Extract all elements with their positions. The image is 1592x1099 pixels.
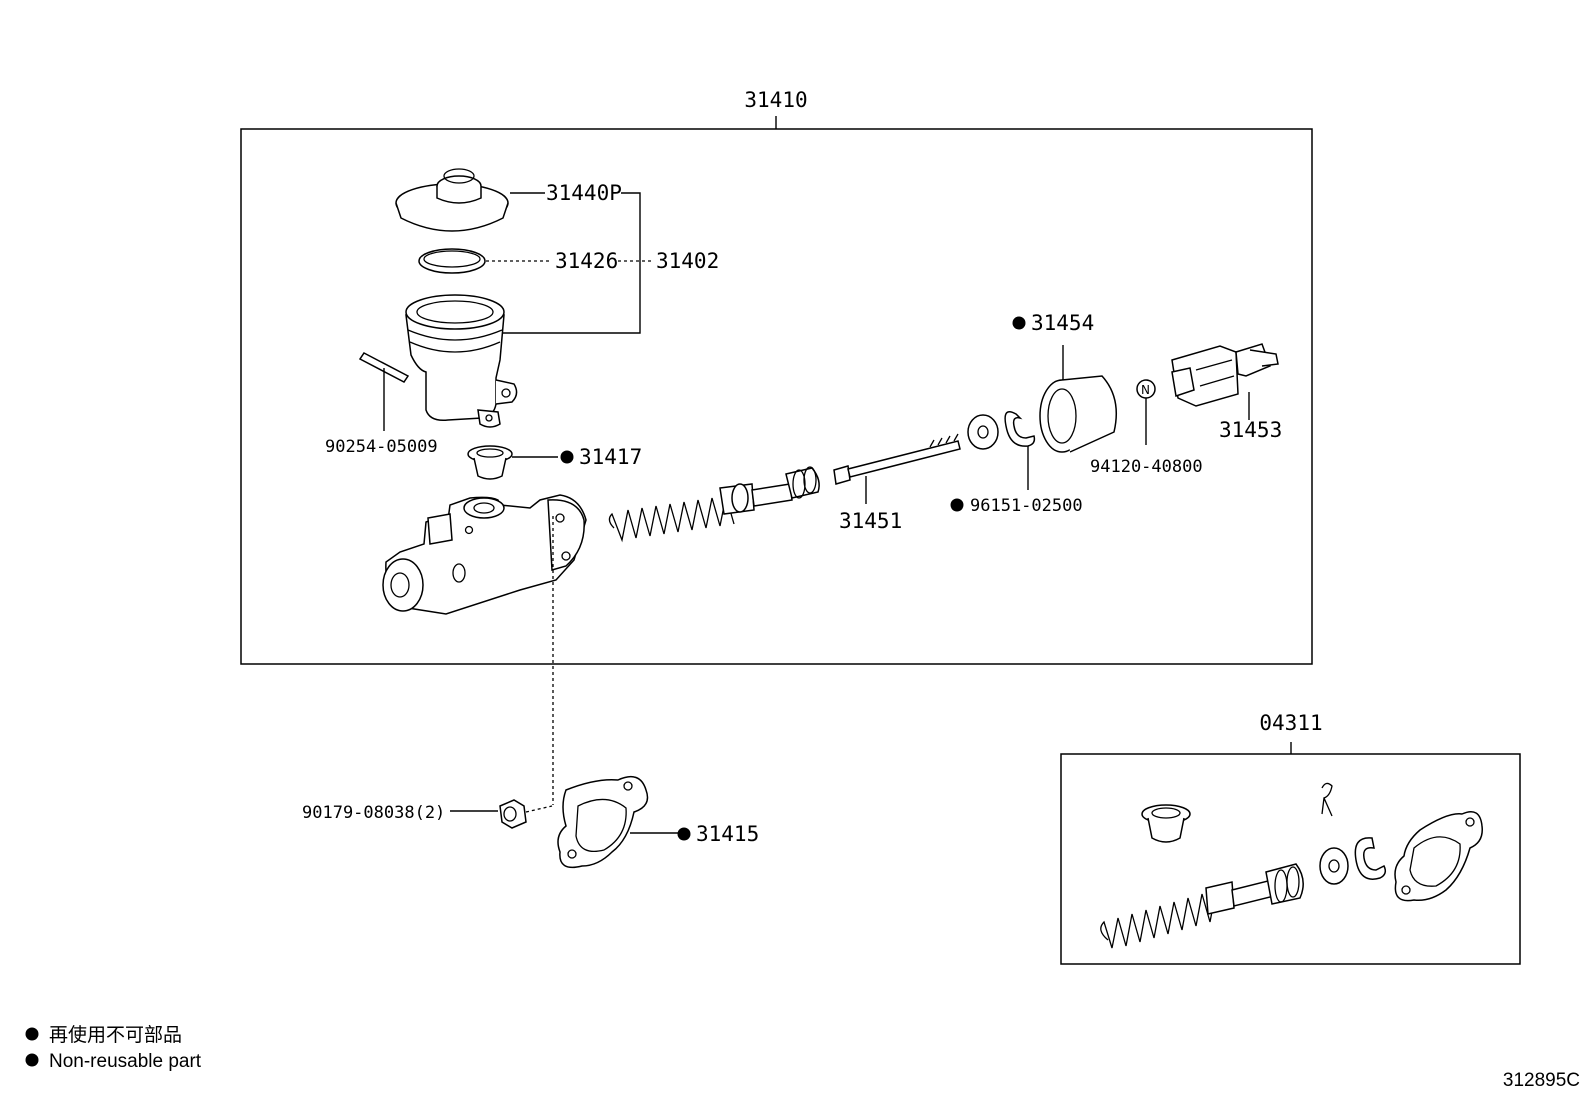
label-31451: 31451 bbox=[839, 509, 902, 533]
label-90254-05009: 90254-05009 bbox=[325, 437, 438, 457]
legend-dot-1 bbox=[25, 1027, 39, 1041]
grommet-part bbox=[467, 445, 513, 480]
reservoir-cap-part bbox=[395, 168, 509, 232]
legend-line-1: 再使用不可部品 bbox=[49, 1024, 182, 1046]
kit-washer-part bbox=[1319, 847, 1349, 885]
label-04311: 04311 bbox=[1259, 711, 1322, 735]
kit-clip-part bbox=[1321, 782, 1333, 817]
label-31417: 31417 bbox=[579, 445, 642, 469]
non-reusable-dot-31454 bbox=[1012, 316, 1026, 330]
clevis-nut-part: N bbox=[1136, 379, 1156, 399]
non-reusable-dot-96151-02500 bbox=[950, 498, 964, 512]
kit-piston-spring-part bbox=[1100, 863, 1304, 949]
label-90179-08038: 90179-08038(2) bbox=[302, 803, 445, 823]
kit-plate-gasket-part bbox=[1394, 811, 1483, 902]
svg-text:N: N bbox=[1141, 383, 1150, 397]
label-31415: 31415 bbox=[696, 822, 759, 846]
label-94120-40800: 94120-40800 bbox=[1090, 457, 1203, 477]
boot-part bbox=[1039, 375, 1117, 453]
legend-line-2: Non-reusable part bbox=[49, 1051, 202, 1072]
kit-snap-ring-part bbox=[1354, 837, 1387, 880]
push-rod-part bbox=[833, 433, 961, 485]
label-31440P: 31440P bbox=[546, 181, 622, 205]
snap-ring-part bbox=[1004, 411, 1036, 447]
non-reusable-dot-31415 bbox=[677, 827, 691, 841]
kit-grommet-part bbox=[1141, 804, 1191, 843]
washer-part bbox=[967, 414, 999, 450]
clevis-part bbox=[1171, 343, 1279, 407]
label-31454: 31454 bbox=[1031, 311, 1094, 335]
kit-box-04311: 04311 bbox=[1060, 711, 1521, 965]
reservoir-gasket-part bbox=[418, 248, 486, 274]
mounting-nut-part bbox=[499, 799, 527, 829]
assembly-box-31410: 31410 bbox=[240, 88, 1313, 665]
label-31426: 31426 bbox=[555, 249, 618, 273]
plate-gasket-part bbox=[557, 775, 649, 869]
diagram-code: 312895C bbox=[1503, 1070, 1580, 1091]
legend-dot-2 bbox=[25, 1053, 39, 1067]
master-cylinder-body-part bbox=[382, 494, 587, 615]
reservoir-pin-part bbox=[358, 352, 410, 383]
reservoir-body-part bbox=[405, 294, 518, 428]
non-reusable-dot-31417 bbox=[560, 450, 574, 464]
label-31453: 31453 bbox=[1219, 418, 1282, 442]
legend: 再使用不可部品 Non-reusable part bbox=[25, 1024, 202, 1072]
piston-spring-part bbox=[608, 466, 820, 543]
label-31410: 31410 bbox=[744, 88, 807, 112]
label-31402: 31402 bbox=[656, 249, 719, 273]
label-96151-02500: 96151-02500 bbox=[970, 496, 1083, 516]
